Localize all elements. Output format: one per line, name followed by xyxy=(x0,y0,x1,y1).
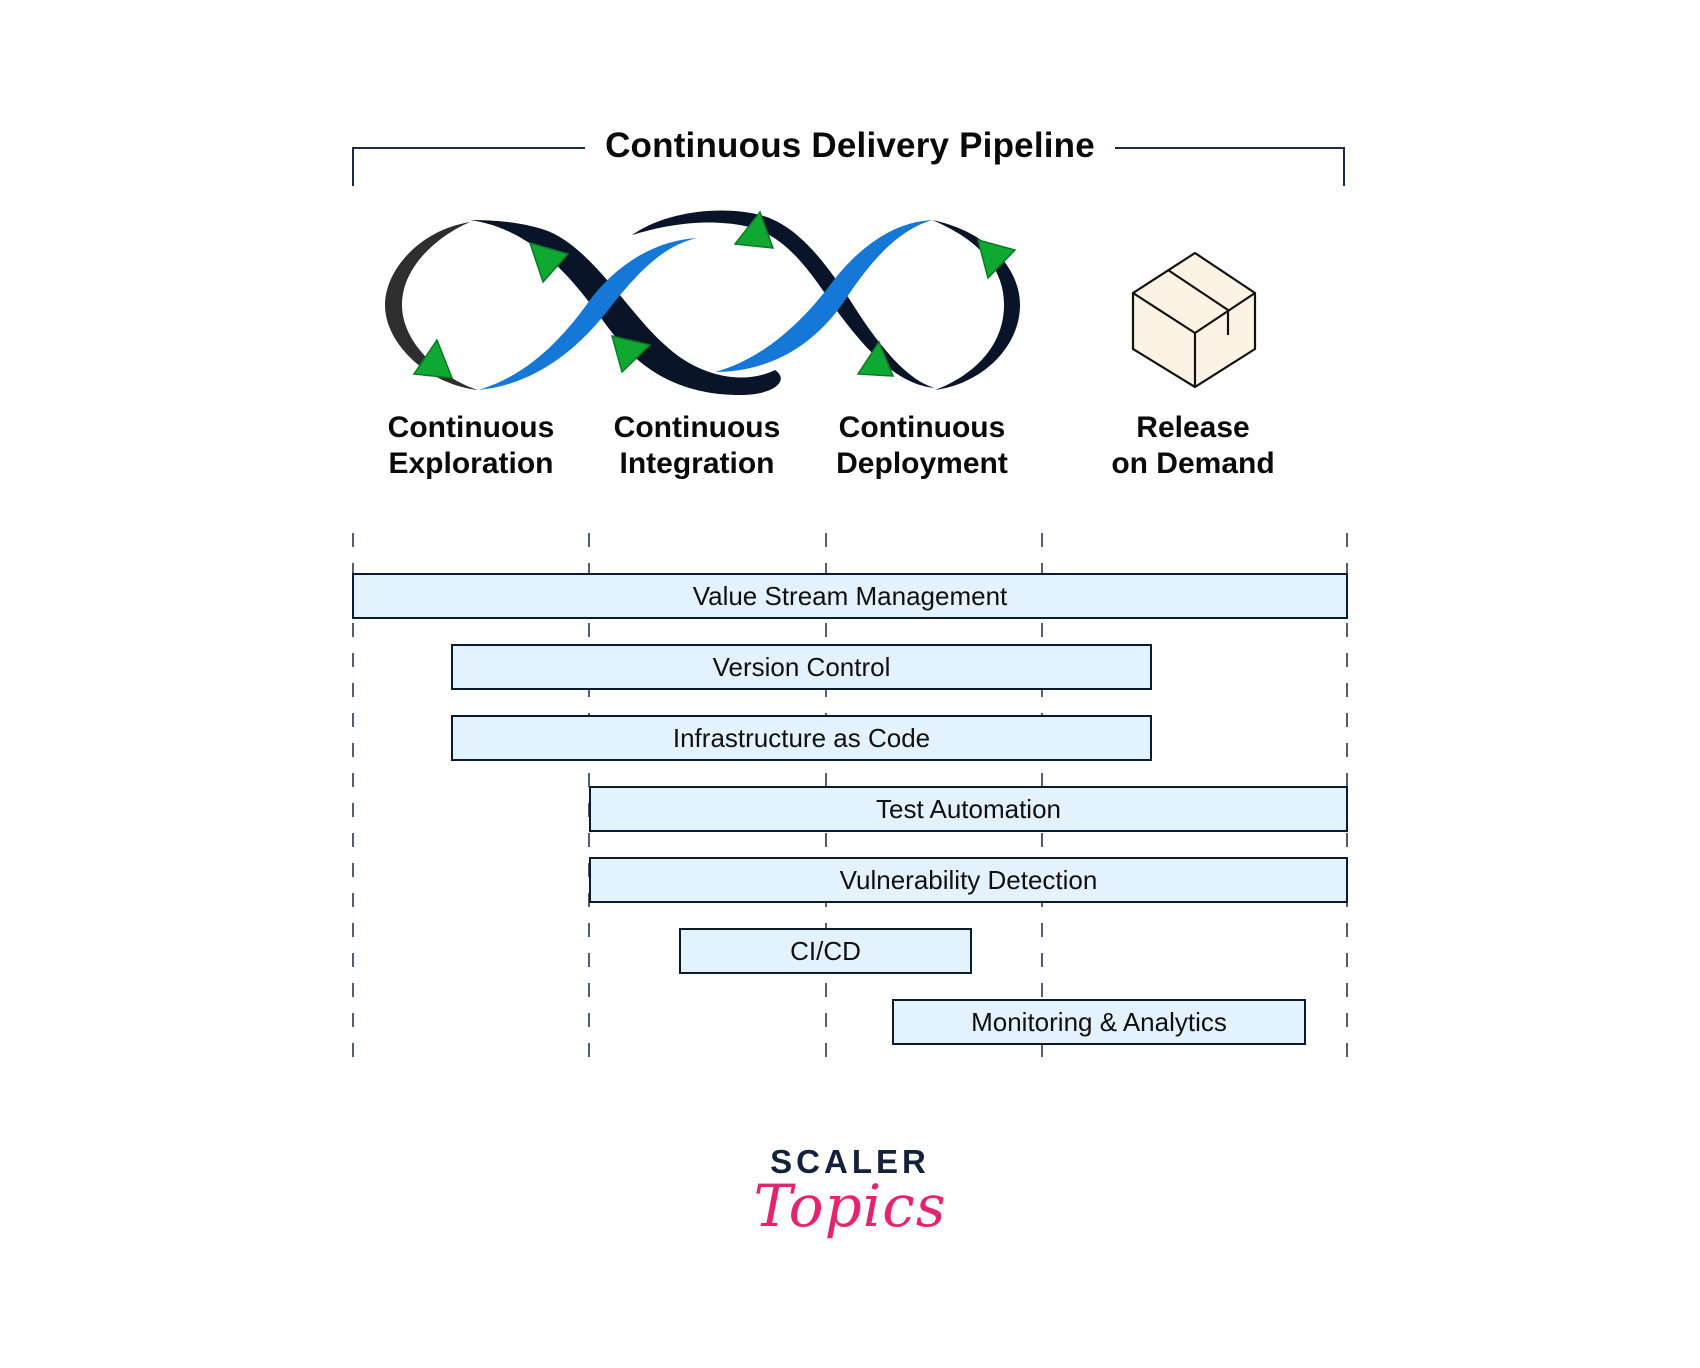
logo-sub: Topics xyxy=(753,1172,947,1240)
logo-brand: SCALER xyxy=(770,1143,930,1180)
practice-label: CI/CD xyxy=(790,935,861,966)
stage-label-deployment: Continuous Deployment xyxy=(792,410,1052,482)
practice-bar-infrastructure-as-code: Infrastructure as Code xyxy=(451,715,1152,761)
practice-bar-version-control: Version Control xyxy=(451,644,1152,690)
page-title: Continuous Delivery Pipeline xyxy=(0,126,1700,166)
practice-bar-vulnerability-detection: Vulnerability Detection xyxy=(589,857,1348,903)
stage-label-integration: Continuous Integration xyxy=(567,410,827,482)
practice-bar-test-automation: Test Automation xyxy=(589,786,1348,832)
arrow-icon xyxy=(976,238,1017,280)
title-text: Continuous Delivery Pipeline xyxy=(587,126,1113,165)
loop-strand-dark-1 xyxy=(470,220,781,395)
stage-label-line: Exploration xyxy=(388,447,554,480)
arrow-icon xyxy=(610,334,652,374)
stage-label-line: Release xyxy=(1136,411,1250,444)
stage-label-line: Integration xyxy=(619,447,775,480)
loop-strand-dark-2 xyxy=(632,210,935,388)
loop-strand-blue-2 xyxy=(715,220,932,372)
practice-label: Infrastructure as Code xyxy=(672,722,931,753)
stage-label-line: Continuous xyxy=(838,411,1006,444)
stage-label-release: Release on Demand xyxy=(1063,410,1323,482)
practice-label: Vulnerability Detection xyxy=(839,864,1098,895)
title-bracket xyxy=(352,147,1345,186)
practice-bar-value-stream-management: Value Stream Management xyxy=(352,573,1348,619)
loop-segment-deployment-right xyxy=(932,220,1020,390)
stage-label-line: Continuous xyxy=(613,411,781,444)
practice-label: Test Automation xyxy=(876,793,1061,824)
arrow-icon xyxy=(528,241,570,284)
arrow-icon xyxy=(733,210,775,249)
practice-label: Value Stream Management xyxy=(692,580,1008,611)
stage-label-exploration: Continuous Exploration xyxy=(341,410,601,482)
practice-label: Version Control xyxy=(712,651,891,682)
infinity-loop-icon xyxy=(385,210,1020,395)
stage-label-line: Deployment xyxy=(836,447,1008,480)
stage-label-line: on Demand xyxy=(1111,447,1275,480)
package-box-icon xyxy=(1131,251,1257,389)
practice-bar-monitoring-analytics: Monitoring & Analytics xyxy=(892,999,1306,1045)
arrow-icon xyxy=(856,340,895,377)
practice-bar-ci-cd: CI/CD xyxy=(679,928,972,974)
practice-label: Monitoring & Analytics xyxy=(971,1006,1227,1037)
arrow-icon xyxy=(412,338,454,379)
stage-label-line: Continuous xyxy=(387,411,555,444)
loop-segment-exploration-left xyxy=(385,222,478,390)
loop-strand-blue-1 xyxy=(478,238,697,390)
